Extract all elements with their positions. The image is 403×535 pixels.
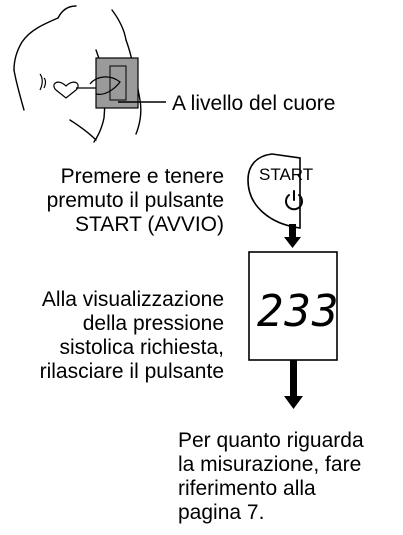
cuff — [89, 57, 139, 109]
start-button[interactable] — [247, 153, 301, 229]
note-line: riferimento alla — [178, 477, 316, 500]
chest-line — [13, 69, 25, 111]
pressure-reading: 233 — [257, 286, 340, 337]
step2-instruction: Alla visualizzazione della pressione sis… — [40, 288, 224, 384]
neck-line — [57, 5, 77, 19]
power-icon — [285, 190, 303, 211]
note-line: Per quanto riguarda — [178, 429, 364, 452]
pulse-wave-icon — [39, 73, 47, 91]
cuff-tube — [89, 76, 121, 95]
measurement-note: Per quanto riguarda la misurazione, fare… — [178, 429, 364, 525]
arrow-down-icon — [284, 360, 303, 409]
step1-line: premuto il pulsante — [46, 189, 224, 212]
step2-line: sistolica richiesta, — [59, 336, 224, 359]
note-line: pagina 7. — [178, 501, 265, 524]
shoulder-line — [13, 17, 59, 71]
heart-symbol — [39, 73, 96, 99]
step2-line: rilasciare il pulsante — [39, 360, 224, 383]
cuff-fold — [109, 65, 127, 101]
arm-inner-line — [125, 39, 142, 135]
step1-line: START (AVVIO) — [75, 213, 224, 236]
heart-level-label: A livello del cuore — [172, 92, 336, 115]
heart-icon — [53, 81, 79, 99]
step1-instruction: Premere e tenere premuto il pulsante STA… — [47, 165, 224, 237]
display-box — [248, 251, 338, 361]
step2-line: Alla visualizzazione — [41, 288, 224, 311]
body-line — [69, 119, 97, 141]
shoulder-right-line — [111, 9, 127, 41]
step1-line: Premere e tenere — [60, 165, 224, 188]
note-line: la misurazione, fare — [178, 453, 362, 476]
start-button-label: START — [259, 165, 314, 184]
arrow-down-icon — [284, 224, 301, 248]
step2-line: della pressione — [82, 312, 224, 335]
